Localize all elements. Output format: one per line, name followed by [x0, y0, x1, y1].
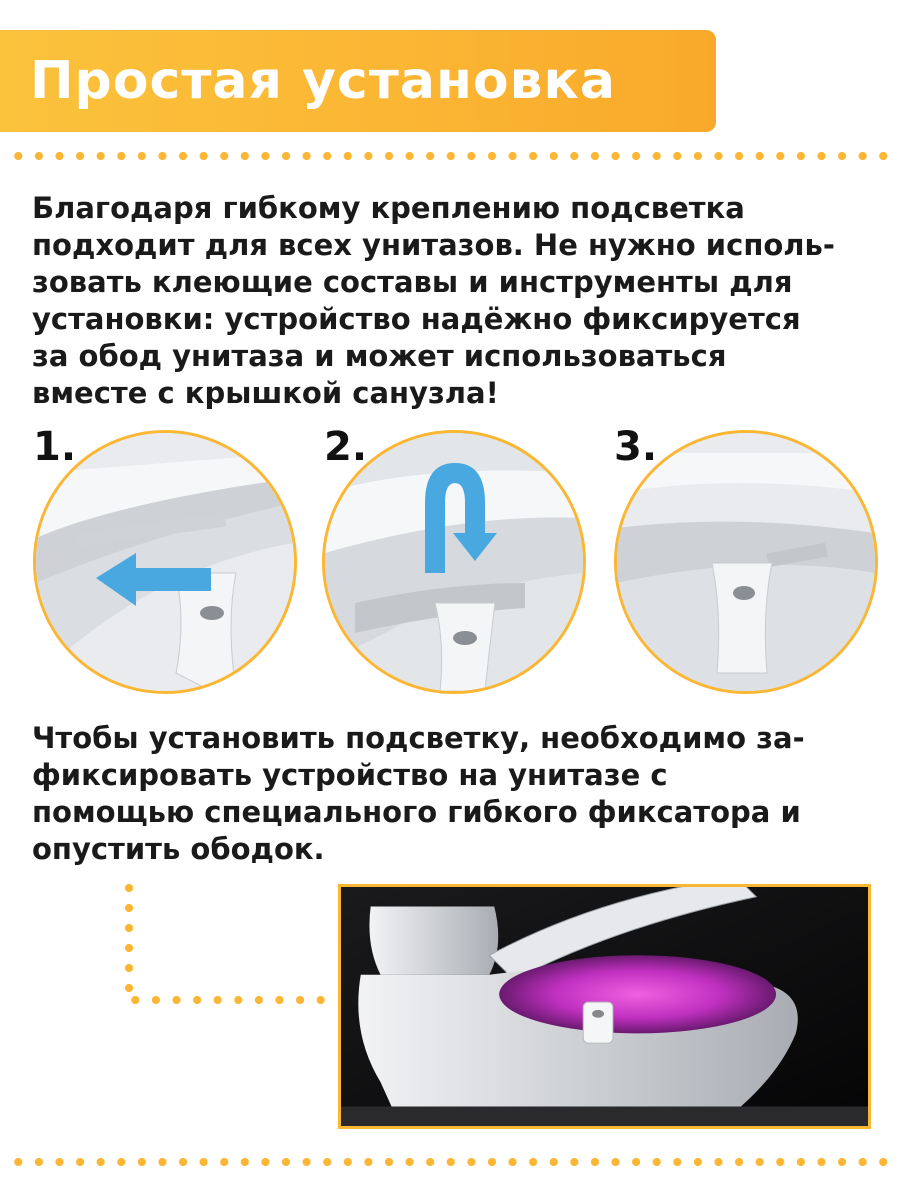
page-title: Простая установка	[30, 51, 616, 111]
step-2-illustration	[322, 430, 586, 694]
instructions-line: опустить ободок.	[32, 832, 325, 866]
intro-line: за обод унитаза и может использоваться	[32, 339, 727, 373]
intro-line: вместе с крышкой санузла!	[32, 376, 499, 410]
instructions-line: фиксировать устройство на унитазе с	[32, 758, 668, 792]
step-1: 1.	[0, 420, 300, 700]
title-banner: Простая установка	[0, 30, 716, 132]
intro-text: Благодаря гибкому креплению подсветка по…	[32, 190, 882, 412]
intro-line: установки: устройство надёжно фиксируетс…	[32, 302, 801, 336]
toilet-rim-illustration	[617, 433, 875, 691]
intro-line: подходит для всех унитазов. Не нужно исп…	[32, 228, 835, 262]
instructions-line: помощью специального гибкого фиксатора и	[32, 795, 801, 829]
step-number: 3.	[614, 424, 658, 470]
instructions-text: Чтобы установить подсветку, необходимо з…	[32, 720, 882, 868]
intro-line: зовать клеющие составы и инструменты для	[32, 265, 793, 299]
toilet-rim-illustration	[325, 433, 583, 691]
instructions-line: Чтобы установить подсветку, необходимо з…	[32, 721, 805, 755]
toilet-glow-illustration	[341, 887, 868, 1126]
glowing-toilet-photo	[338, 884, 871, 1129]
intro-line: Благодаря гибкому креплению подсветка	[32, 191, 745, 225]
top-dotted-divider	[8, 152, 896, 160]
left-arrow-icon	[96, 553, 211, 606]
step-number: 1.	[33, 424, 77, 470]
connector-dots-vertical	[125, 878, 133, 998]
step-2: 2.	[300, 420, 600, 700]
bottom-dotted-divider	[8, 1158, 896, 1166]
step-3: 3.	[600, 420, 900, 700]
toilet-rim-illustration	[36, 433, 294, 691]
u-turn-arrow-icon	[425, 463, 497, 573]
connector-dots-horizontal	[125, 996, 330, 1004]
step-1-illustration	[33, 430, 297, 694]
step-3-illustration	[614, 430, 878, 694]
step-number: 2.	[324, 424, 368, 470]
